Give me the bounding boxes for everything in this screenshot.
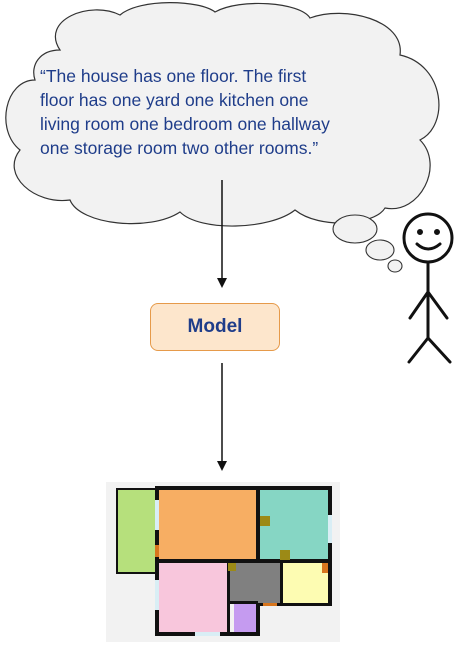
- model-label: Model: [187, 316, 243, 337]
- room-other: [280, 563, 329, 603]
- quote-line: floor has one yard one kitchen one: [40, 90, 309, 110]
- room-bedroom: [158, 563, 228, 633]
- model-box: Model: [150, 303, 280, 351]
- thought-bubble-small: [387, 259, 403, 273]
- room-storage: [234, 603, 258, 633]
- floorplan-doors: [155, 545, 328, 606]
- quote-line: “The house has one floor. The first: [40, 66, 307, 86]
- thought-bubble-medium: [365, 239, 395, 261]
- stick-figure-icon: [402, 212, 454, 364]
- quote-line: one storage room two other rooms.”: [40, 138, 319, 158]
- room-living: [158, 490, 259, 561]
- room-yard: [118, 490, 155, 574]
- thought-cloud: [5, 2, 440, 273]
- floorplan-windows: [155, 500, 332, 636]
- room-kitchen: [259, 490, 329, 561]
- thought-bubble-large: [332, 214, 378, 244]
- room-hallway: [228, 563, 280, 603]
- thought-quote: “The house has one floor. The first floo…: [40, 64, 370, 160]
- floorplan-image: [106, 482, 340, 642]
- floorplan-fixtures: [228, 516, 290, 571]
- quote-line: living room one bedroom one hallway: [40, 114, 330, 134]
